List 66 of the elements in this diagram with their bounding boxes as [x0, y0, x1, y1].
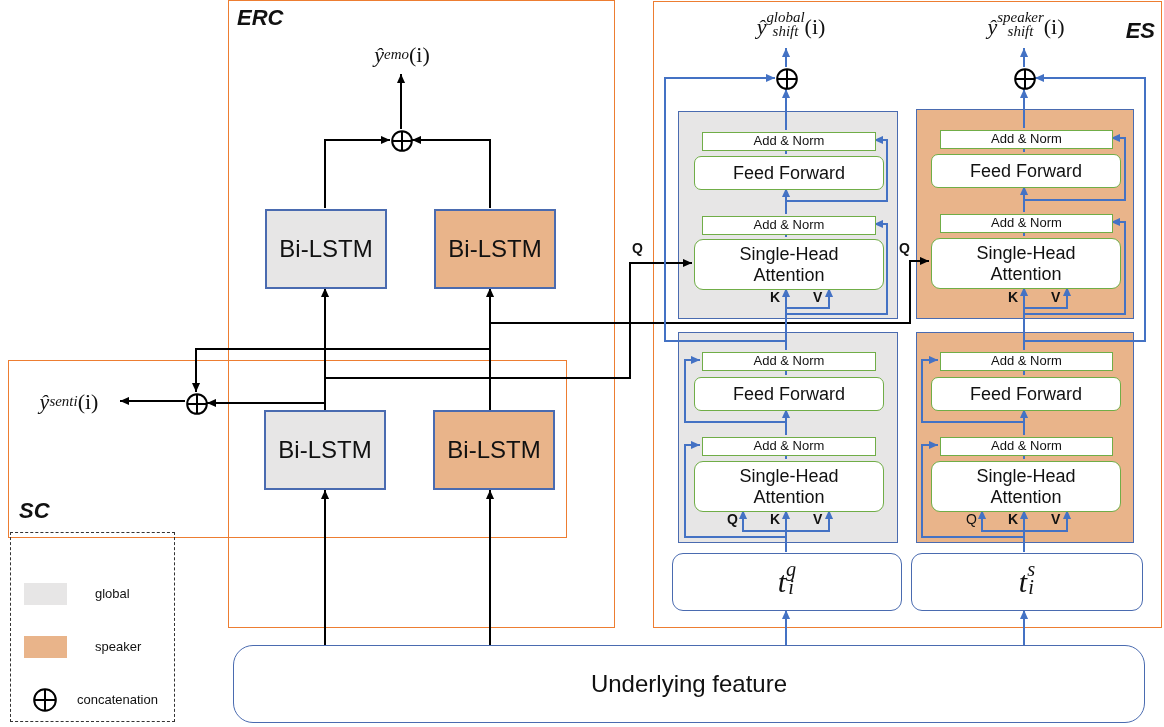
arrow [1023, 133, 1126, 213]
edge-label: V [1051, 511, 1061, 527]
concatenation-node [186, 393, 208, 415]
module-panel [653, 1, 1162, 628]
edge-label: V [813, 511, 823, 527]
arrow [411, 135, 491, 209]
edge-label: K [770, 289, 781, 305]
encoder-block [678, 111, 898, 319]
encoder-block [678, 332, 898, 543]
attention-box: Single-Head Attention [694, 461, 884, 512]
edge-label: Q [966, 511, 977, 527]
edge-label: Q [727, 511, 738, 527]
encoder-block [916, 332, 1134, 543]
feed-forward-box: Feed Forward [931, 154, 1121, 188]
panel-title: SC [19, 497, 50, 523]
arrow [485, 489, 495, 646]
legend-label: speaker [95, 638, 142, 656]
edge-label: K [770, 511, 781, 527]
arrow [396, 73, 406, 130]
arrow [921, 355, 1025, 436]
legend-label: concatenation [77, 691, 158, 709]
lstm-box: Bi-LSTM [433, 410, 555, 490]
norm-box: Add & Norm [702, 216, 876, 235]
attention-box: Single-Head Attention [931, 238, 1121, 289]
arrow [324, 135, 391, 209]
lstm-box: Bi-LSTM [434, 209, 556, 289]
norm-box: Add & Norm [702, 132, 876, 151]
edge-label: V [1051, 289, 1061, 305]
feed-forward-box: Feed Forward [694, 156, 884, 190]
norm-box: Add & Norm [702, 437, 876, 456]
lstm-box: Bi-LSTM [265, 209, 387, 289]
edge-label: K [1008, 289, 1019, 305]
arrow [1019, 609, 1029, 646]
arrow [320, 489, 330, 646]
panel-title: ERC [237, 5, 284, 31]
attention-box: Single-Head Attention [694, 239, 884, 290]
concatenation-node [391, 130, 413, 152]
edge-label: V [813, 289, 823, 305]
norm-box: Add & Norm [940, 352, 1113, 371]
norm-box: Add & Norm [940, 214, 1113, 233]
concatenation-node [776, 68, 798, 90]
feed-forward-box: Feed Forward [694, 377, 884, 411]
arrow [781, 88, 791, 131]
module-panel [228, 0, 615, 628]
arrow [781, 47, 791, 68]
norm-box: Add & Norm [940, 130, 1113, 149]
edge-label: Q [899, 240, 910, 256]
lstm-box: Bi-LSTM [264, 410, 386, 490]
edge-label: Q [632, 240, 643, 256]
arrow [119, 396, 186, 406]
norm-box: Add & Norm [940, 437, 1113, 456]
encoder-block [916, 109, 1134, 319]
edge-label: K [1008, 511, 1019, 527]
arrow [1019, 47, 1029, 68]
arrow [1019, 88, 1029, 129]
arrow [684, 355, 787, 436]
module-panel [8, 360, 567, 538]
panel-title: ES [1125, 18, 1155, 44]
legend-label: global [95, 585, 130, 603]
concatenation-node [1014, 68, 1036, 90]
feature-box: Underlying feature [233, 645, 1145, 723]
arrow [781, 609, 791, 646]
attention-box: Single-Head Attention [931, 461, 1121, 512]
arrow [785, 135, 888, 215]
norm-box: Add & Norm [702, 352, 876, 371]
feed-forward-box: Feed Forward [931, 377, 1121, 411]
